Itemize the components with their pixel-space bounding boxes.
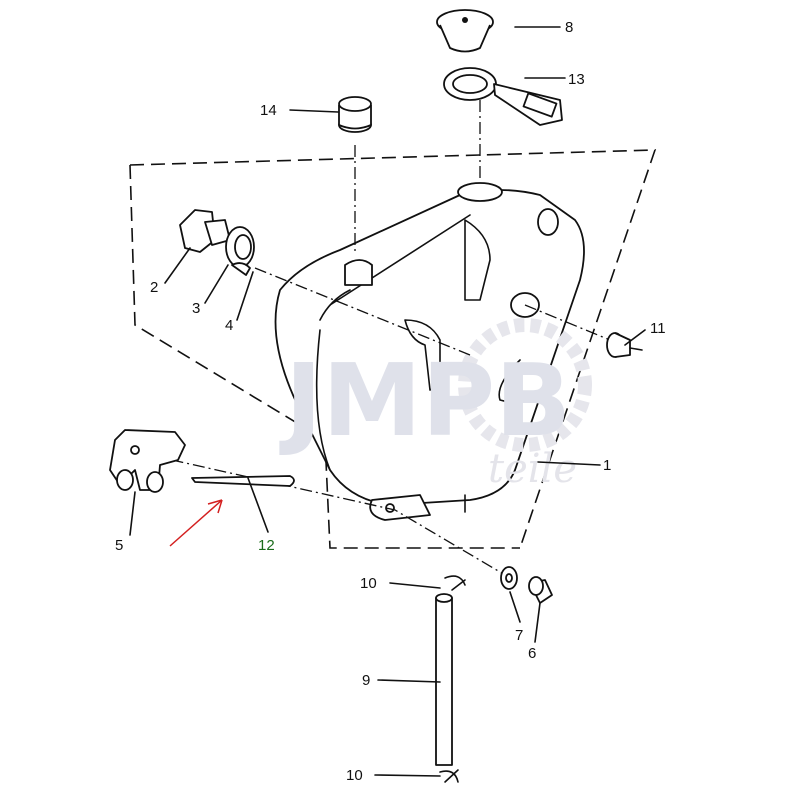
part-9-hose: [435, 593, 453, 766]
callout-14: 14: [260, 102, 277, 119]
part-10-clip-lower: [439, 769, 459, 783]
callout-11: 11: [650, 320, 666, 337]
part-8-cap: [436, 9, 494, 53]
callout-8: 8: [565, 19, 573, 36]
part-12-cotter-pin: [191, 475, 295, 487]
callout-3: 3: [192, 300, 200, 317]
part-14-grommet: [338, 96, 372, 133]
callout-1: 1: [603, 457, 611, 474]
part-5-bracket: [109, 429, 186, 493]
watermark-sub: teile: [488, 446, 577, 492]
highlight-arrow: [169, 499, 223, 547]
callout-9: 9: [362, 672, 370, 689]
fuel-tank: [274, 182, 585, 521]
callout-7: 7: [515, 627, 523, 644]
leader-lines: [129, 26, 646, 777]
callout-4: 4: [225, 317, 233, 334]
callout-2: 2: [150, 279, 158, 296]
part-11-damper: [606, 332, 643, 358]
callout-5: 5: [115, 537, 123, 554]
part-3-gasket: [225, 226, 255, 268]
part-6-bolt: [528, 576, 553, 604]
part-7-washer: [500, 566, 518, 590]
part-2-plug: [179, 209, 231, 253]
callout-10-lower: 10: [346, 767, 363, 784]
part-4-clip: [231, 262, 251, 276]
watermark-gear: [458, 318, 592, 452]
callout-10-upper: 10: [360, 575, 377, 592]
watermark-brand: JMPB: [279, 342, 571, 459]
callout-6: 6: [528, 645, 536, 662]
callout-12: 12: [258, 537, 275, 554]
center-lines: [149, 100, 611, 576]
callout-13: 13: [568, 71, 585, 88]
callout-labels: 8 13 14 2 3 4 11 1 5 12 10 7 6 9 10: [115, 19, 666, 784]
part-13-strap: [443, 67, 563, 126]
part-10-clip-upper: [444, 575, 466, 591]
watermark: JMPB teile: [279, 318, 592, 492]
